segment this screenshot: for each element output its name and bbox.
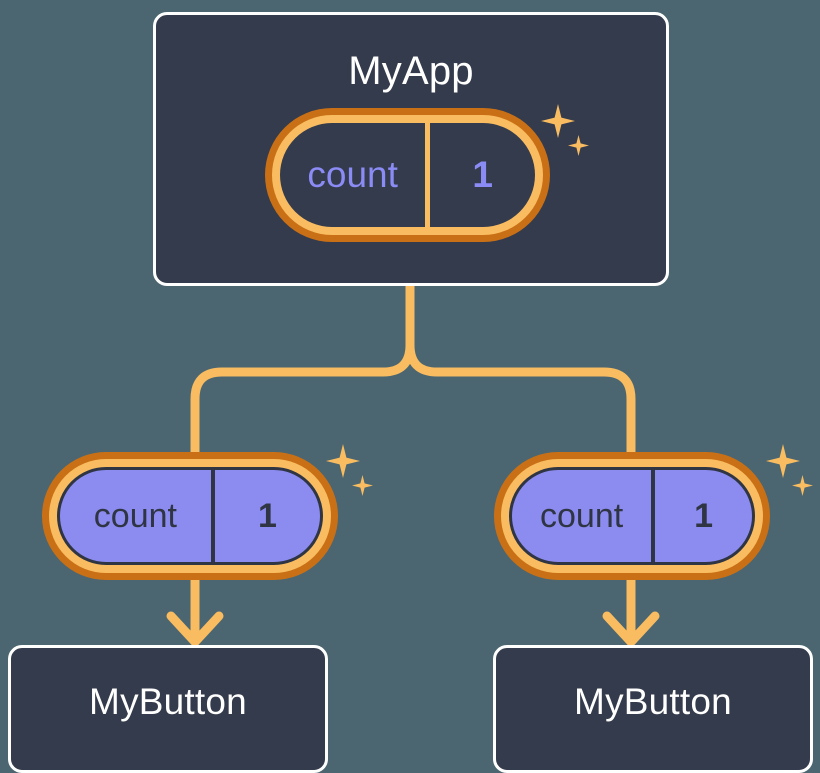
component-title-mybutton-right: MyButton <box>574 681 732 722</box>
connector-root-to-left <box>190 281 415 457</box>
sparkle-icon <box>792 475 813 496</box>
state-key-label: count <box>307 154 398 195</box>
component-card-mybutton-right: MyButton <box>493 645 813 773</box>
state-pill-inner-ring: count 1 <box>49 459 331 573</box>
arrow-right-head <box>602 611 660 647</box>
component-title-mybutton-left: MyButton <box>89 681 247 722</box>
state-value-label: 1 <box>210 470 320 562</box>
state-pill-inner-ring: count 1 <box>272 115 543 235</box>
arrow-left-head <box>166 611 224 647</box>
state-key-label: count <box>540 496 624 535</box>
sparkle-icon <box>766 444 800 478</box>
state-pill-core: count 1 <box>280 123 535 227</box>
state-pill-myapp: count 1 <box>265 108 550 242</box>
state-pill-right: count 1 <box>494 452 770 580</box>
state-value-label: 1 <box>651 470 752 562</box>
state-key-label: count <box>93 496 177 535</box>
component-title-myapp: MyApp <box>348 49 474 93</box>
connector-root-to-right <box>405 281 636 457</box>
state-pill-core: count 1 <box>509 467 755 565</box>
state-value-label: 1 <box>425 123 535 227</box>
sparkle-icon <box>352 475 373 496</box>
component-card-mybutton-left: MyButton <box>8 645 328 773</box>
state-pill-left: count 1 <box>42 452 338 580</box>
sparkle-icon <box>326 444 360 478</box>
state-pill-core: count 1 <box>57 467 323 565</box>
state-pill-inner-ring: count 1 <box>501 459 763 573</box>
